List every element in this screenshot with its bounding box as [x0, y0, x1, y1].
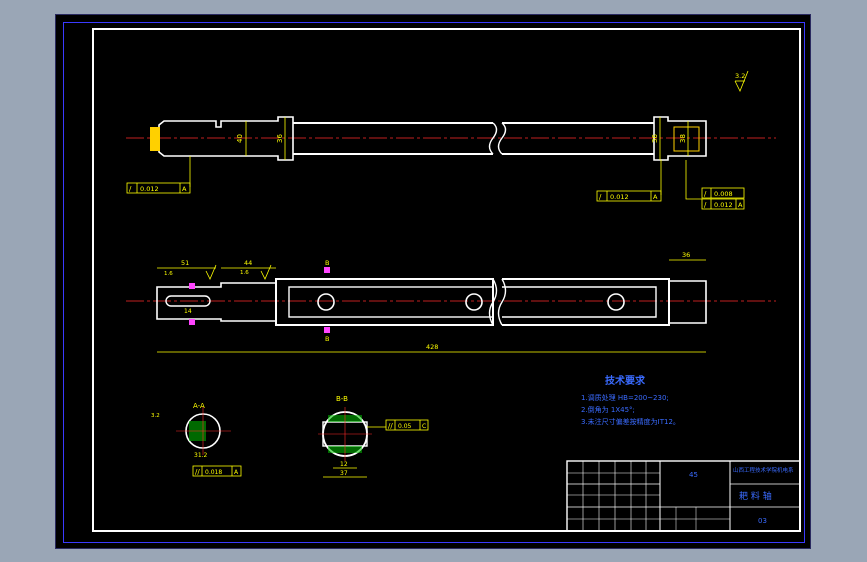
front-break-left — [488, 278, 498, 326]
section-b-hatch — [328, 415, 362, 453]
fcf-right-1-tol: 0.008 — [714, 190, 733, 198]
front-hole-3 — [607, 293, 625, 311]
roughness-1: 1.6 — [164, 271, 173, 277]
b-marker-top — [324, 267, 330, 273]
front-break-right — [497, 278, 507, 326]
title-block-part-name: 耙 料 轴 — [739, 490, 772, 502]
cad-drawing: 40 36 36 38 / 0.012 A / 0.012 — [92, 28, 801, 532]
roughness-symbol-1 — [205, 264, 217, 280]
fcf-left: / 0.012 A — [126, 156, 191, 194]
title-block-scale: 45 — [689, 471, 698, 479]
section-a-title: A-A — [193, 402, 205, 410]
fcf-left-tol: 0.012 — [140, 185, 159, 193]
tech-requirements: 技术要求 1.调质处理 HB=200~230; 2.倒角为 1X45°; 3.未… — [581, 374, 680, 426]
front-slot-left — [288, 286, 494, 318]
fcf-left-datum: A — [182, 185, 187, 193]
dim-36: 36 — [682, 251, 690, 259]
top-dim-mid-left: 36 — [276, 134, 284, 143]
front-slot-right — [502, 286, 657, 318]
svg-text:/: / — [704, 201, 707, 209]
top-right-thread — [673, 126, 700, 152]
fcf-right-2-tol: 0.012 — [714, 201, 733, 209]
tech-req-item-3: 3.未注尺寸偏差按精度为IT12。 — [581, 417, 680, 426]
title-block-code: 03 — [758, 517, 767, 525]
surface-finish-value: 3.2 — [735, 72, 745, 80]
section-b-dim37: 37 — [340, 470, 348, 477]
b-label-bottom: B — [325, 335, 329, 343]
svg-text:/: / — [599, 193, 602, 201]
dim-44: 44 — [244, 259, 252, 267]
svg-text://: // — [195, 468, 200, 476]
section-a: A-A 31.2 3.2 // 0.018 A — [151, 402, 242, 477]
svg-text:/: / — [704, 190, 707, 198]
front-hole-2 — [465, 293, 483, 311]
top-break-left — [488, 122, 498, 155]
section-a-roughness: 3.2 — [151, 413, 160, 419]
section-a-dim: 31.2 — [194, 452, 208, 459]
fcf-right: / 0.008 / 0.012 A — [685, 160, 745, 210]
title-block: 山西工程技术学院机电系 耙 料 轴 45 03 — [566, 460, 801, 532]
front-hole-1 — [317, 293, 335, 311]
section-b: B-B 12 37 // 0.05 C — [318, 395, 429, 478]
front-keyway — [165, 295, 211, 307]
tech-req-title: 技术要求 — [605, 374, 646, 387]
top-right-section — [653, 116, 707, 161]
fcf-right-2-datum: A — [738, 201, 743, 209]
top-dim-right: 38 — [679, 134, 687, 143]
top-dim-left: 40 — [236, 134, 244, 143]
front-right-section — [668, 280, 707, 324]
top-left-section — [158, 116, 294, 161]
front-view: B B 51 44 36 428 14 1.6 1.6 — [126, 251, 776, 353]
tech-req-item-1: 1.调质处理 HB=200~230; — [581, 393, 669, 402]
drawing-viewport[interactable]: 40 36 36 38 / 0.012 A / 0.012 — [55, 14, 811, 549]
a-marker-top — [189, 283, 195, 289]
title-block-company: 山西工程技术学院机电系 — [733, 466, 794, 474]
top-shaft-body-right — [502, 122, 654, 155]
top-left-thread — [150, 127, 160, 151]
svg-text://: // — [388, 422, 393, 430]
a-marker-bottom — [189, 319, 195, 325]
drawing-border — [63, 22, 805, 543]
section-b-dim12: 12 — [340, 461, 348, 468]
top-dim-mid-right: 36 — [651, 134, 659, 143]
dim-51: 51 — [181, 259, 189, 267]
front-body-left — [275, 278, 494, 326]
surface-finish-symbol: 3.2 — [734, 70, 749, 92]
inner-frame — [92, 28, 801, 532]
dim-428: 428 — [426, 343, 438, 351]
section-b-fcf-tol: 0.05 — [398, 423, 412, 430]
top-break-right — [497, 122, 507, 155]
top-view: 40 36 36 38 / 0.012 A / 0.012 — [126, 70, 776, 210]
fcf-mid-datum: A — [653, 193, 658, 201]
fcf-mid-tol: 0.012 — [610, 193, 629, 201]
section-a-fcf: // 0.018 A — [192, 465, 242, 477]
roughness-symbol-2 — [260, 264, 272, 280]
section-a-fcf-datum: A — [234, 469, 239, 476]
svg-text:/: / — [129, 185, 132, 193]
b-marker-bottom — [324, 327, 330, 333]
dim-14: 14 — [184, 308, 192, 315]
fcf-mid: / 0.012 A — [596, 160, 662, 202]
b-label-top: B — [325, 259, 329, 267]
tech-req-item-2: 2.倒角为 1X45°; — [581, 405, 635, 414]
section-a-fcf-tol: 0.018 — [205, 469, 222, 476]
front-body-right — [502, 278, 670, 326]
section-b-fcf-datum: C — [422, 423, 426, 430]
roughness-2: 1.6 — [240, 270, 249, 276]
top-shaft-body-left — [293, 122, 493, 155]
section-b-fcf: // 0.05 C — [367, 419, 429, 431]
front-left-section — [156, 282, 277, 322]
section-b-title: B-B — [336, 395, 348, 403]
